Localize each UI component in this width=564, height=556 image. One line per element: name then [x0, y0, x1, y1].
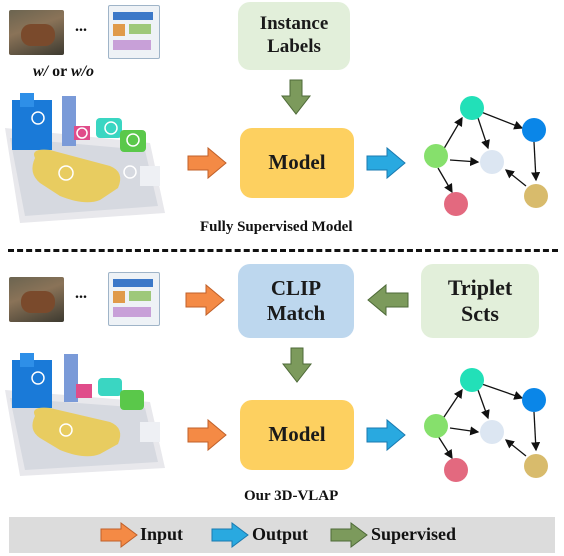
input-arrow-icon	[100, 522, 138, 548]
clip-match-line2: Match	[266, 301, 326, 325]
output-arrow-icon	[366, 418, 406, 452]
instance-labels-line1: Instance	[259, 13, 329, 35]
thumbnail-ellipsis: ...	[75, 285, 87, 302]
legend-bar: Input Output Supervised	[9, 517, 555, 553]
output-arrow-icon	[211, 522, 249, 548]
clip-match-box: CLIP Match	[238, 264, 354, 338]
graph-node	[424, 414, 448, 438]
photo-thumbnail	[9, 277, 64, 322]
graph-node	[460, 96, 484, 120]
supervised-arrow-icon	[367, 283, 409, 317]
graph-node	[480, 420, 504, 444]
3d-vlap-caption: Our 3D-VLAP	[244, 488, 339, 504]
instance-labels-line2: Labels	[267, 36, 321, 57]
without-label: w/o	[70, 63, 95, 80]
graph-node	[444, 458, 468, 482]
graph-node	[444, 192, 468, 216]
scene-graph	[424, 368, 548, 482]
triplet-sets-line2: Scts	[461, 301, 499, 326]
clip-match-line1: CLIP	[270, 275, 322, 300]
legend-input-label: Input	[140, 524, 184, 544]
input-arrow-icon	[187, 146, 227, 180]
photo-thumbnail	[9, 10, 64, 55]
with-label: w/	[33, 63, 49, 80]
image-toggle-label: w/ or w/o	[33, 63, 94, 81]
model-box: Model	[240, 400, 354, 470]
instance-labels-box: Instance Labels	[238, 2, 350, 70]
triplet-sets-line1: Triplet	[447, 274, 513, 300]
scene-graph	[424, 96, 548, 216]
section-divider	[8, 249, 558, 252]
graph-node	[522, 118, 546, 142]
triplet-sets-box: Triplet Scts	[421, 264, 539, 338]
legend-output-label: Output	[252, 524, 309, 544]
photo-thumbnail	[108, 272, 160, 326]
graph-node	[424, 144, 448, 168]
point-cloud-scene	[5, 353, 165, 476]
graph-node	[524, 454, 548, 478]
model-label: Model	[268, 422, 326, 447]
graph-node	[480, 150, 504, 174]
supervised-arrow-icon	[281, 347, 313, 383]
graph-node	[522, 388, 546, 412]
supervised-arrow-icon	[330, 522, 368, 548]
or-label: or	[52, 63, 67, 80]
output-arrow-icon	[366, 146, 406, 180]
legend-supervised-label: Supervised	[371, 524, 457, 544]
graph-node	[460, 368, 484, 392]
model-box: Model	[240, 128, 354, 198]
input-arrow-icon	[187, 418, 227, 452]
point-cloud-scene	[5, 93, 165, 223]
graph-node	[524, 184, 548, 208]
supervised-arrow-icon	[280, 79, 312, 115]
thumbnail-ellipsis: ...	[75, 18, 87, 35]
input-arrow-icon	[185, 283, 225, 317]
photo-thumbnail	[108, 5, 160, 59]
fully-supervised-caption: Fully Supervised Model	[200, 219, 353, 235]
model-label: Model	[268, 150, 326, 175]
